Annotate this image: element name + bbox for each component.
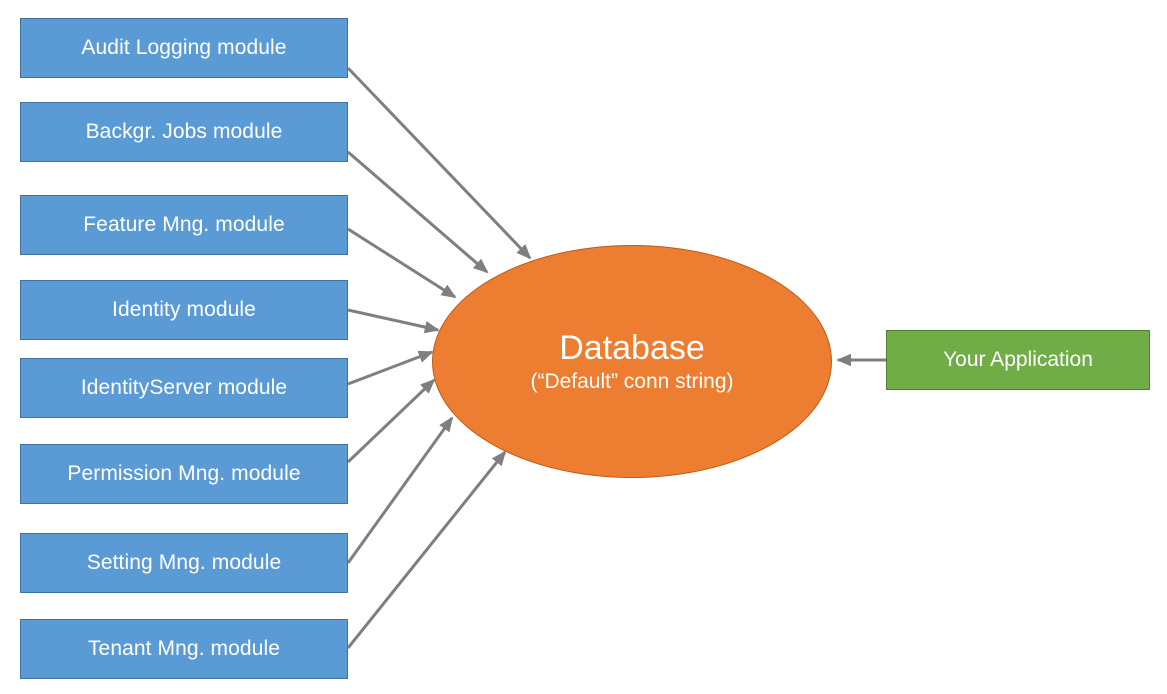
module-to-database-arrow: [347, 308, 440, 334]
module-box-label: Setting Mng. module: [86, 551, 282, 575]
your-application-node[interactable]: Your Application: [886, 330, 1150, 390]
module-box-label: Backgr. Jobs module: [85, 120, 283, 144]
module-box-label: Permission Mng. module: [67, 462, 301, 486]
module-box-label: Feature Mng. module: [83, 213, 285, 237]
module-box-label: Audit Logging module: [81, 36, 287, 60]
module-box[interactable]: Tenant Mng. module: [20, 619, 348, 679]
database-subtitle: (“Default” conn string): [530, 369, 734, 393]
module-box[interactable]: Identity module: [20, 280, 348, 340]
module-box-label: IdentityServer module: [80, 376, 288, 400]
module-to-database-arrow: [346, 378, 436, 464]
module-box-label: Tenant Mng. module: [87, 637, 281, 661]
module-to-database-arrow: [346, 416, 454, 564]
module-to-database-arrow: [347, 150, 489, 274]
database-title: Database: [559, 328, 705, 367]
module-box[interactable]: Audit Logging module: [20, 18, 348, 78]
module-box[interactable]: Backgr. Jobs module: [20, 102, 348, 162]
your-application-label: Your Application: [943, 348, 1093, 371]
module-to-database-arrow: [347, 350, 434, 386]
module-box[interactable]: IdentityServer module: [20, 358, 348, 418]
module-box-label: Identity module: [112, 298, 256, 322]
module-to-database-arrow: [346, 66, 532, 260]
module-box[interactable]: Feature Mng. module: [20, 195, 348, 255]
module-box[interactable]: Setting Mng. module: [20, 533, 348, 593]
database-node[interactable]: Database (“Default” conn string): [432, 245, 832, 478]
module-to-database-arrow: [346, 450, 507, 649]
module-to-database-arrow: [347, 227, 457, 299]
module-box[interactable]: Permission Mng. module: [20, 444, 348, 504]
